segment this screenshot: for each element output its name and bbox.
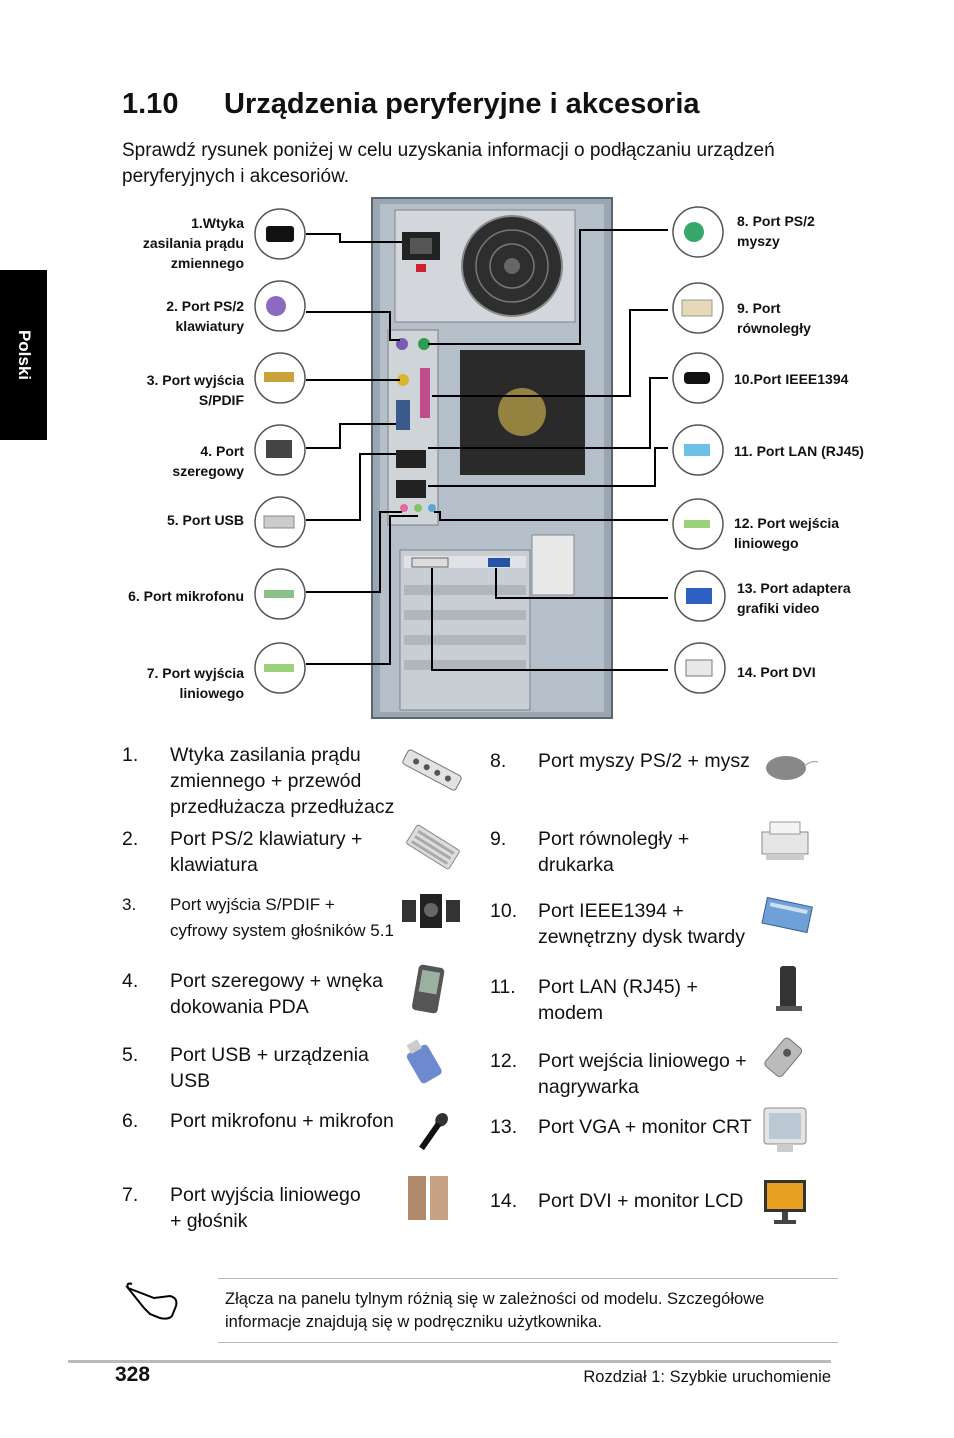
serial-port xyxy=(396,400,410,430)
page-number: 328 xyxy=(115,1363,151,1386)
connector-label-10: 10.Port IEEE1394 xyxy=(734,371,849,387)
lan-plug-icon xyxy=(672,424,724,476)
section-title: Urządzenia peryferyjne i akcesoria xyxy=(224,88,700,120)
crt-monitor-icon xyxy=(763,1107,807,1152)
intro-paragraph: Sprawdź rysunek poniżej w celu uzyskania… xyxy=(122,140,775,187)
connector-label-11: 11. Port LAN (RJ45) xyxy=(734,443,864,459)
ps2-mouse-port xyxy=(418,338,430,350)
line-out-port xyxy=(414,504,422,512)
section-number: 1.10 xyxy=(122,88,179,120)
line-in-port xyxy=(428,504,436,512)
chapter-title: Rozdział 1: Szybkie uruchomienie xyxy=(583,1368,831,1386)
microphone-icon xyxy=(419,1113,448,1151)
hard-drive-icon xyxy=(761,896,814,934)
line-out-plug-icon xyxy=(254,642,306,694)
vga-port xyxy=(488,558,510,567)
spdif-plug-icon xyxy=(254,352,306,404)
dvi-port xyxy=(411,557,449,568)
speaker-icon xyxy=(408,1176,448,1220)
section-heading: 1.10 Urządzenia peryferyjne i akcesoria xyxy=(122,88,700,121)
ieee1394-plug-icon xyxy=(672,352,724,404)
line-in-plug-icon xyxy=(672,498,724,550)
usb-ports xyxy=(396,450,426,468)
connector-label-5: 5. Port USB xyxy=(166,512,244,528)
language-tab: Polski xyxy=(0,270,47,440)
mic-port xyxy=(400,504,408,512)
connector-label-14: 14. Port DVI xyxy=(737,664,816,680)
spdif-port xyxy=(397,374,409,386)
speaker-system-icon xyxy=(402,894,460,928)
modem-icon xyxy=(776,966,802,1011)
dvi-plug-icon xyxy=(674,642,726,694)
mic-plug-icon xyxy=(254,568,306,620)
lcd-monitor-icon xyxy=(764,1180,806,1224)
recorder-icon xyxy=(764,1037,803,1078)
note-box xyxy=(218,1278,838,1343)
vga-plug-icon xyxy=(674,570,726,622)
expansion-slots xyxy=(399,549,531,711)
rear-panel-diagram xyxy=(254,197,726,719)
keyboard-icon xyxy=(406,824,460,870)
pointing-hand-icon xyxy=(124,1282,178,1320)
printer-icon xyxy=(761,821,809,860)
connector-label-6: 6. Port mikrofonu xyxy=(128,588,244,604)
ps2-green-plug-icon xyxy=(672,206,724,258)
parallel-plug-icon xyxy=(672,282,724,334)
power-strip-icon xyxy=(402,749,462,791)
ps2-purple-plug-icon xyxy=(254,280,306,332)
usb-plug-icon xyxy=(254,496,306,548)
note-text: Złącza na panelu tylnym różnią się w zal… xyxy=(225,1290,765,1331)
pda-icon xyxy=(412,964,445,1014)
footer-divider xyxy=(68,1360,831,1363)
usb-drive-icon xyxy=(406,1039,442,1084)
power-plug-icon xyxy=(254,208,306,260)
asus-label xyxy=(531,534,575,596)
parallel-port xyxy=(420,368,430,418)
mouse-icon xyxy=(766,756,819,780)
serial-plug-icon xyxy=(254,424,306,476)
